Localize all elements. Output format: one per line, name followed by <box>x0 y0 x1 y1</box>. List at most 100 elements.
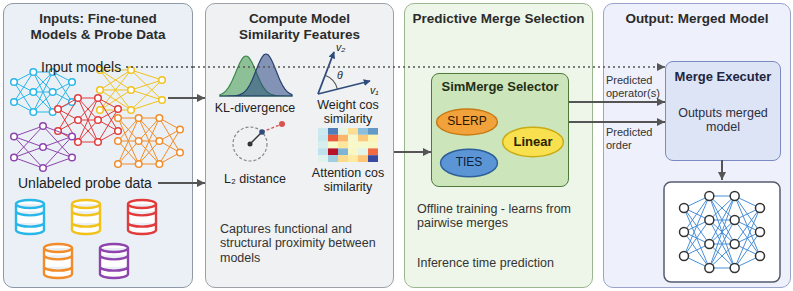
attention-heatmap <box>318 128 378 162</box>
network-link <box>53 92 72 102</box>
symbol-label: θ <box>337 69 343 81</box>
network-link <box>58 109 78 142</box>
connector <box>193 97 205 99</box>
network-link <box>684 244 709 256</box>
network-link <box>709 196 734 220</box>
network-link <box>159 118 180 153</box>
network-neuron <box>705 192 714 201</box>
network-neuron <box>705 216 714 225</box>
network-link <box>709 220 734 221</box>
network-link <box>14 72 33 82</box>
network-neuron <box>55 128 62 135</box>
angle-arc <box>325 75 337 89</box>
network-link <box>735 232 760 244</box>
network-link <box>709 196 734 220</box>
network-neuron <box>30 69 37 76</box>
network-link <box>43 137 72 169</box>
network-neuron <box>115 106 122 113</box>
network-link <box>78 120 98 142</box>
network-neuron <box>69 99 76 106</box>
point <box>259 129 265 135</box>
vector-line <box>250 132 262 144</box>
network-link <box>118 118 139 119</box>
network-neuron <box>730 240 739 249</box>
network-link <box>139 118 160 141</box>
text-slot: TIES <box>440 148 498 178</box>
text-slot: θ <box>337 69 343 81</box>
heatmap-cell <box>368 142 378 149</box>
network-link <box>159 130 180 142</box>
heatmap-cell <box>318 128 328 135</box>
network-link <box>709 220 734 244</box>
network-link <box>684 220 709 256</box>
node-body: Outputs merged model <box>674 106 772 135</box>
heatmap-cell <box>328 148 338 155</box>
network-link <box>735 208 760 244</box>
text-slot: Offline training - learns from pairwise … <box>417 202 583 231</box>
heatmap-cell <box>328 135 338 142</box>
node-title: SLERP <box>447 115 486 129</box>
network-neuron <box>97 87 104 94</box>
network-link <box>118 141 139 164</box>
network-link <box>100 90 131 91</box>
heatmap-cell <box>328 128 338 135</box>
text-slot: v₂ <box>336 41 345 53</box>
distribution-curve <box>220 54 292 96</box>
network-neuron <box>159 77 166 84</box>
network-link <box>709 196 734 268</box>
network-link <box>33 112 52 113</box>
node-title: Predictive Merge Selection <box>409 11 588 27</box>
executor-box: Merge ExecuterOutputs merged model <box>665 61 781 161</box>
database-icon <box>128 200 156 234</box>
vector-line <box>318 81 370 94</box>
merged-model-box <box>664 182 780 282</box>
network-link <box>53 82 72 112</box>
network-link <box>33 92 52 112</box>
node-title: TIES <box>456 156 483 170</box>
network-link <box>118 118 139 141</box>
text-slot: v₁ <box>370 84 379 96</box>
network-link <box>709 220 734 268</box>
network-neuron <box>49 109 56 116</box>
network-link <box>735 196 760 208</box>
network-link <box>684 232 709 244</box>
database-icon <box>100 244 128 278</box>
feature-label: KL-divergence <box>210 101 300 115</box>
text-slot: Predictive Merge Selection <box>409 11 588 27</box>
network-link <box>58 120 78 131</box>
heatmap-cell <box>338 142 348 149</box>
node-title: Output: Merged Model <box>608 11 786 27</box>
dotted-lead <box>126 66 193 68</box>
network-link <box>684 196 709 232</box>
network-link <box>118 164 139 165</box>
connector <box>394 151 431 153</box>
heatmap-cell <box>348 128 358 135</box>
network-link <box>131 70 162 80</box>
network-link <box>709 244 734 245</box>
l2-icon <box>233 121 285 161</box>
network-link <box>98 109 118 120</box>
network-link <box>33 72 52 112</box>
network-neuron <box>97 107 104 114</box>
network-icon <box>11 123 76 172</box>
network-link <box>684 196 709 208</box>
text-slot: Compute Model Similarity Features <box>226 11 373 42</box>
network-link <box>139 164 160 165</box>
network-neuron <box>115 138 122 145</box>
network-link <box>709 220 734 244</box>
network-link <box>100 90 131 110</box>
arrow-lead <box>168 97 193 99</box>
network-link <box>709 196 734 244</box>
heatmap-cell <box>318 135 328 142</box>
network-link <box>43 147 72 158</box>
network-neuron <box>30 109 37 116</box>
heatmap-cell <box>328 142 338 149</box>
node-title: SimMerge Selector <box>436 80 564 95</box>
network-link <box>139 141 160 164</box>
network-link <box>139 118 160 141</box>
network-link <box>98 109 118 142</box>
network-link <box>709 196 734 268</box>
network-icon <box>680 192 765 273</box>
ellipse-shape <box>441 149 498 177</box>
